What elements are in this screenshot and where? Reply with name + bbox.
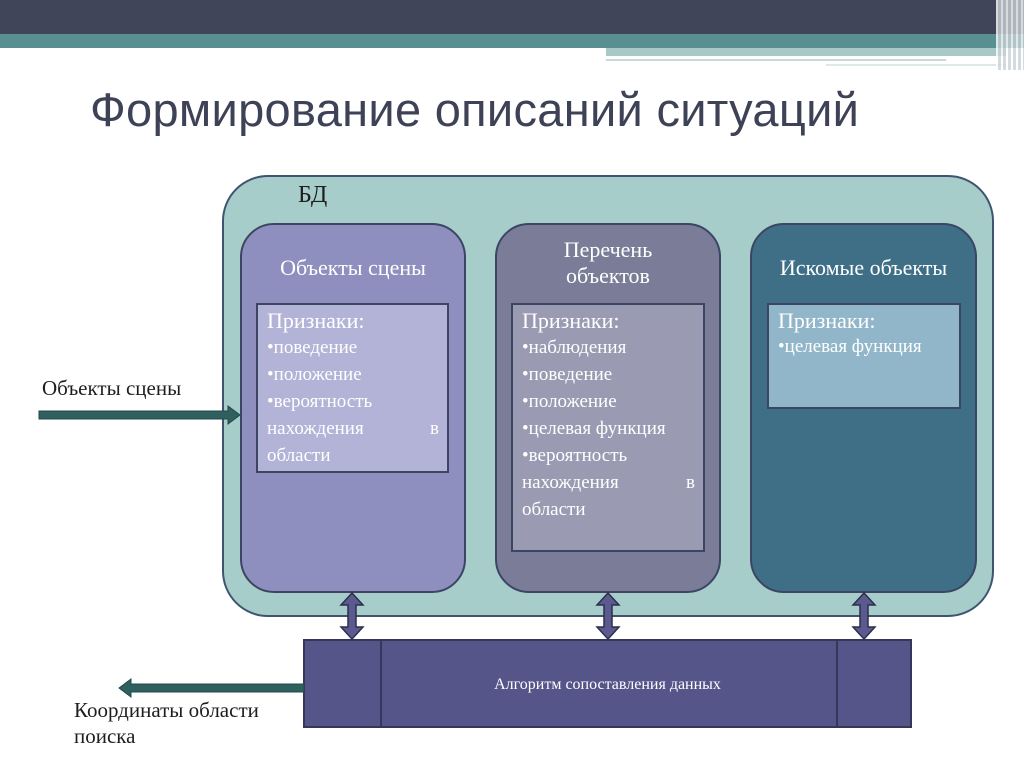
feature-item: •поведение — [267, 337, 358, 358]
header-banner-teal — [0, 34, 1024, 48]
connector-arrow-scene — [339, 592, 365, 640]
header-banner-stripes — [996, 0, 1024, 70]
feature-item: •наблюдения — [522, 337, 627, 358]
features-title: Признаки: — [778, 308, 876, 333]
panel-scene-objects-title: Объекты сцены — [240, 255, 466, 281]
header-banner-line-short — [826, 64, 1006, 66]
header-banner-accent — [606, 48, 1006, 56]
feature-item: •целевая функция — [522, 418, 666, 439]
input-label: Объекты сцены — [42, 376, 182, 400]
feature-item: •вероятность нахождения в области — [522, 445, 695, 520]
connector-arrow-list — [595, 592, 621, 640]
output-arrow — [118, 678, 305, 698]
features-box-target-objects: Признаки: •целевая функция — [767, 303, 961, 409]
input-arrow — [38, 405, 241, 425]
header-banner-dark — [0, 0, 1024, 34]
features-box-scene-objects: Признаки: •поведение •положение •вероятн… — [256, 303, 449, 473]
connector-arrow-target — [851, 592, 877, 640]
output-label-line: поиска — [74, 724, 136, 748]
panel-title-line: Перечень — [563, 237, 653, 262]
algorithm-divider-left — [380, 641, 382, 726]
feature-item: •положение — [522, 391, 617, 412]
header-banner-line — [606, 59, 946, 61]
features-title: Признаки: — [522, 308, 620, 333]
feature-item: •положение — [267, 364, 362, 385]
database-label: БД — [298, 182, 328, 208]
panel-title-line: Искомые объекты — [779, 255, 948, 280]
panel-object-list-title: Перечень объектов — [495, 237, 721, 289]
features-title: Признаки: — [267, 308, 365, 333]
features-box-object-list: Признаки: •наблюдения •поведение •положе… — [511, 303, 705, 552]
output-label: Координаты области поиска — [74, 697, 259, 749]
feature-item: •поведение — [522, 364, 613, 385]
panel-target-objects-title: Искомые объекты — [750, 255, 977, 281]
algorithm-block: Алгоритм сопоставления данных — [303, 639, 912, 728]
output-label-line: Координаты области — [74, 698, 259, 722]
algorithm-label: Алгоритм сопоставления данных — [494, 676, 721, 693]
panel-title-line: Объекты сцены — [280, 255, 426, 280]
panel-title-line: объектов — [566, 263, 650, 288]
feature-item: •целевая функция — [778, 336, 922, 357]
feature-item: •вероятность нахождения в области — [267, 391, 439, 466]
page-title: Формирование описаний ситуаций — [90, 83, 860, 136]
algorithm-divider-right — [836, 641, 838, 726]
